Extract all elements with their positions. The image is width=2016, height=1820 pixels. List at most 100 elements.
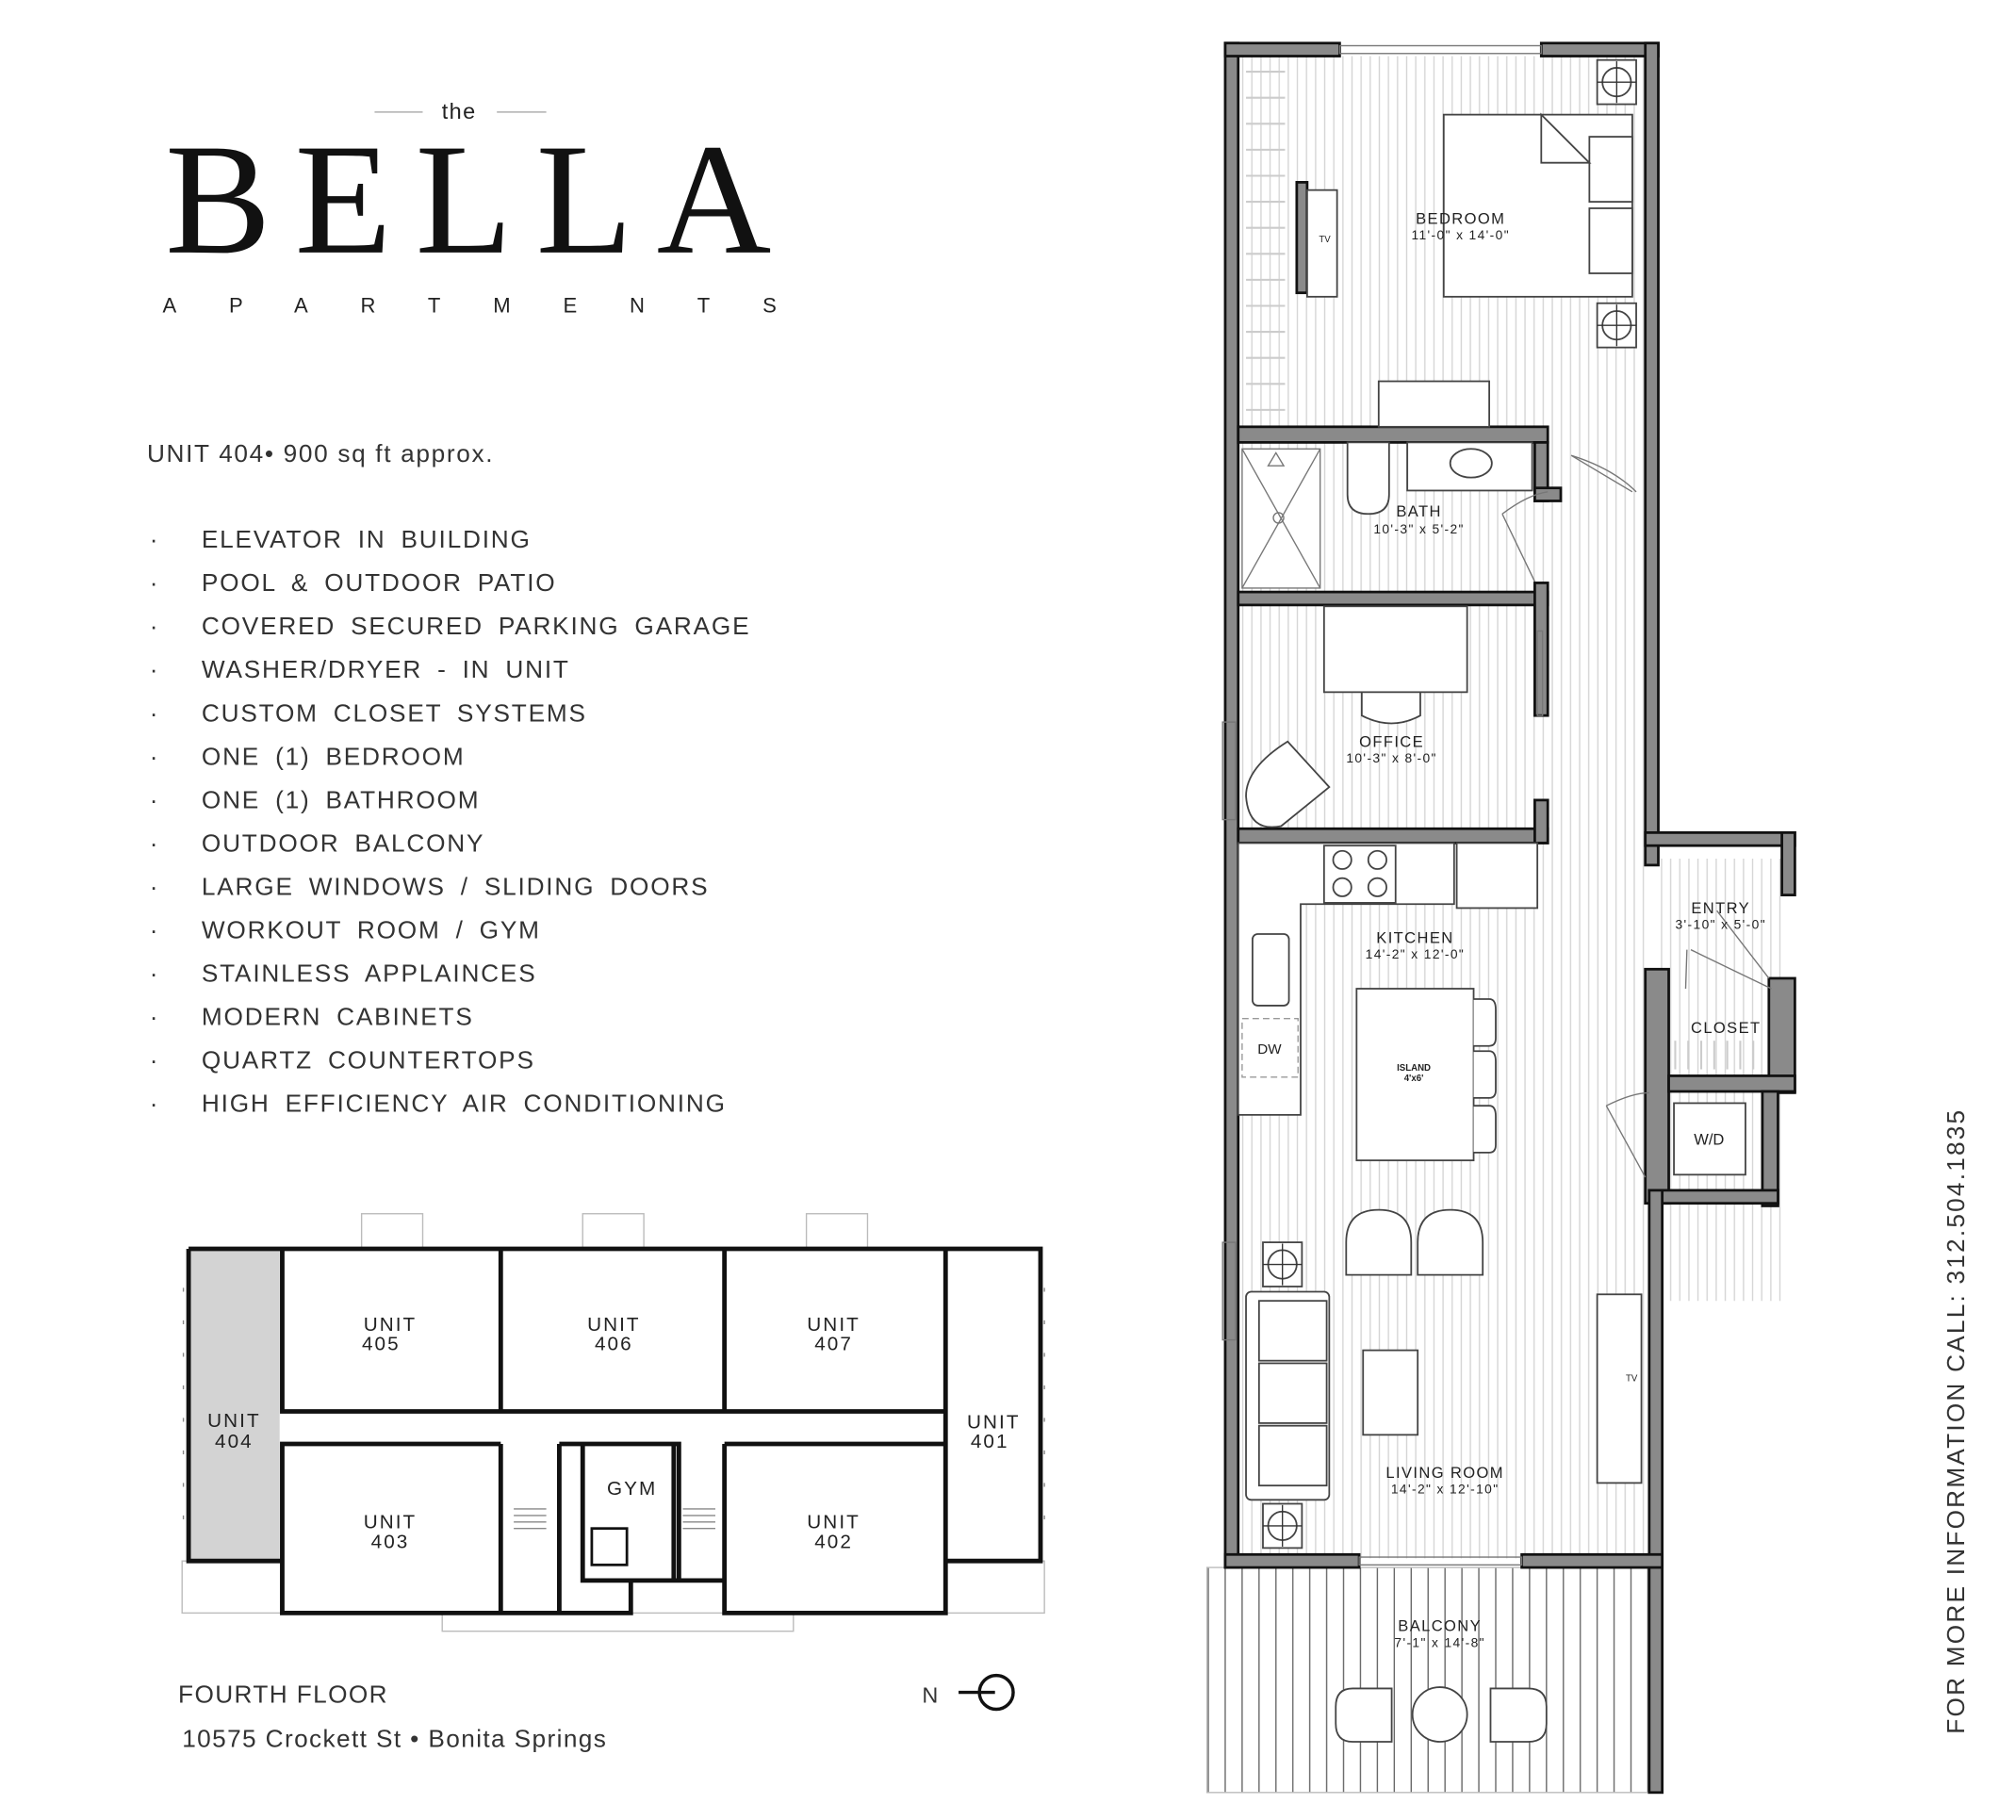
closet-shelving [1246,71,1755,1070]
unit-406-label: UNIT [587,1314,641,1336]
cooktop-icon [1322,844,1397,904]
feature-bullet: · [150,915,158,943]
coffee-table [1362,1349,1419,1436]
feature-item: HIGH EFFICIENCY AIR CONDITIONING [202,1089,727,1117]
feature-bullet: · [150,612,158,640]
feature-item: ELEVATOR IN BUILDING [202,525,532,553]
unit-floor-plan: TV DW ISLAND 4'x6' TV [1205,41,1796,1795]
bar-stools [1473,998,1497,1154]
bedroom-tv [1306,189,1338,298]
unit-403-number: 403 [371,1531,410,1552]
feature-item: WORKOUT ROOM / GYM [202,915,541,943]
building-key-plan: UNIT 404 UNIT 405 UNIT 406 UNIT 407 UNIT… [178,1213,1045,1753]
living-tv-label: TV [1626,1374,1638,1385]
logo-name: BELLA [165,112,771,287]
shower [1241,448,1321,589]
feature-bullet: · [150,872,158,900]
kitchen-name: KITCHEN [1376,929,1453,947]
feature-item: OUTDOOR BALCONY [202,828,484,857]
unit-401-label: UNIT [967,1411,1021,1433]
feature-bullet: · [150,785,158,813]
feature-bullet: · [150,568,158,597]
bedroom-dims: 11'-0" x 14'-0" [1411,228,1510,242]
feature-list: · ELEVATOR IN BUILDING · POOL & OUTDOOR PAT… [150,525,750,1117]
office-name: OFFICE [1359,732,1424,750]
address: 10575 Crockett St • Bonita Springs [182,1725,607,1753]
brand-logo: the BELLA APARTMENTS [163,99,777,318]
windows [1221,44,1772,1566]
feature-item: WASHER/DRYER - IN UNIT [202,655,570,683]
unit-summary: UNIT 404• 900 sq ft approx. [147,439,494,467]
feature-bullet: · [150,698,158,727]
armchair [1245,740,1331,828]
unit-405-label: UNIT [364,1314,418,1336]
nightstand-icon [1596,58,1637,106]
dresser [1377,380,1490,428]
feature-bullet: · [150,1002,158,1030]
balcony-dims: 7'-1" x 14'-8" [1394,1635,1485,1649]
feature-bullet: · [150,655,158,683]
living-room-name: LIVING ROOM [1385,1464,1504,1482]
contact-info: FOR MORE INFORMATION CALL: 312.504.1835 [1942,1108,1970,1734]
feature-bullet: · [150,1045,158,1074]
unit-405-number: 405 [362,1334,401,1355]
unit-407-label: UNIT [807,1314,860,1336]
washer-dryer [1673,1102,1746,1176]
tv-console [1596,1293,1643,1484]
feature-item: CUSTOM CLOSET SYSTEMS [202,698,587,727]
feature-item: ONE (1) BEDROOM [202,742,466,770]
balcony-furniture [1335,1686,1548,1743]
feature-bullet: · [150,828,158,857]
side-table-icon [1262,1502,1303,1549]
feature-item: POOL & OUTDOOR PATIO [202,568,557,597]
unit-401-number: 401 [971,1431,1009,1452]
entry-dims: 3'-10" x 5'-0" [1675,918,1766,932]
desk-chair [1360,691,1421,725]
feature-bullet: · [150,1089,158,1117]
bath-name: BATH [1396,502,1441,520]
living-room-dims: 14'-2" x 12'-10" [1391,1482,1500,1496]
entry-name: ENTRY [1691,899,1750,917]
north-arrow-icon [959,1673,1015,1712]
washer-dryer-label: W/D [1694,1131,1724,1149]
feature-item: STAINLESS APPLAINCES [202,959,537,987]
balcony-name: BALCONY [1398,1617,1482,1635]
side-table-icon [1262,1241,1303,1287]
bedroom-name: BEDROOM [1416,210,1505,228]
unit-404-highlight [188,1248,280,1562]
feature-item: ONE (1) BATHROOM [202,785,480,813]
floor-label: FOURTH FLOOR [178,1681,388,1709]
unit-404-number: 404 [215,1431,254,1452]
kitchen-dims: 14'-2" x 12'-0" [1366,947,1466,961]
north-label: N [922,1683,938,1708]
feature-item: LARGE WINDOWS / SLIDING DOORS [202,872,710,900]
dishwasher [1241,1018,1299,1078]
unit-406-number: 406 [595,1334,633,1355]
dishwasher-label: DW [1257,1041,1282,1058]
kitchen-island [1355,988,1475,1162]
office-dims: 10'-3" x 8'-0" [1346,751,1437,765]
walls [1223,41,1796,1795]
feature-item: COVERED SECURED PARKING GARAGE [202,612,750,640]
feature-bullet: · [150,742,158,770]
sink-icon [1449,448,1493,479]
refrigerator [1455,842,1539,910]
desk [1322,605,1468,694]
balcony-deck [1205,1566,1657,1794]
island-size: 4'x6' [1404,1074,1424,1084]
island-label: ISLAND [1397,1063,1431,1074]
kitchen-sink [1252,933,1290,1007]
sofa [1245,1290,1331,1501]
lounge-chairs [1345,1208,1484,1276]
bath-dims: 10'-3" x 5'-2" [1373,522,1465,536]
feature-item: QUARTZ COUNTERTOPS [202,1045,535,1074]
feature-item: MODERN CABINETS [202,1002,474,1030]
logo-prefix: the [442,99,477,123]
unit-402-number: 402 [814,1531,853,1552]
feature-bullet: · [150,525,158,553]
logo-subtitle: APARTMENTS [163,293,777,317]
feature-bullet: · [150,959,158,987]
bedroom-tv-label: TV [1319,235,1331,245]
